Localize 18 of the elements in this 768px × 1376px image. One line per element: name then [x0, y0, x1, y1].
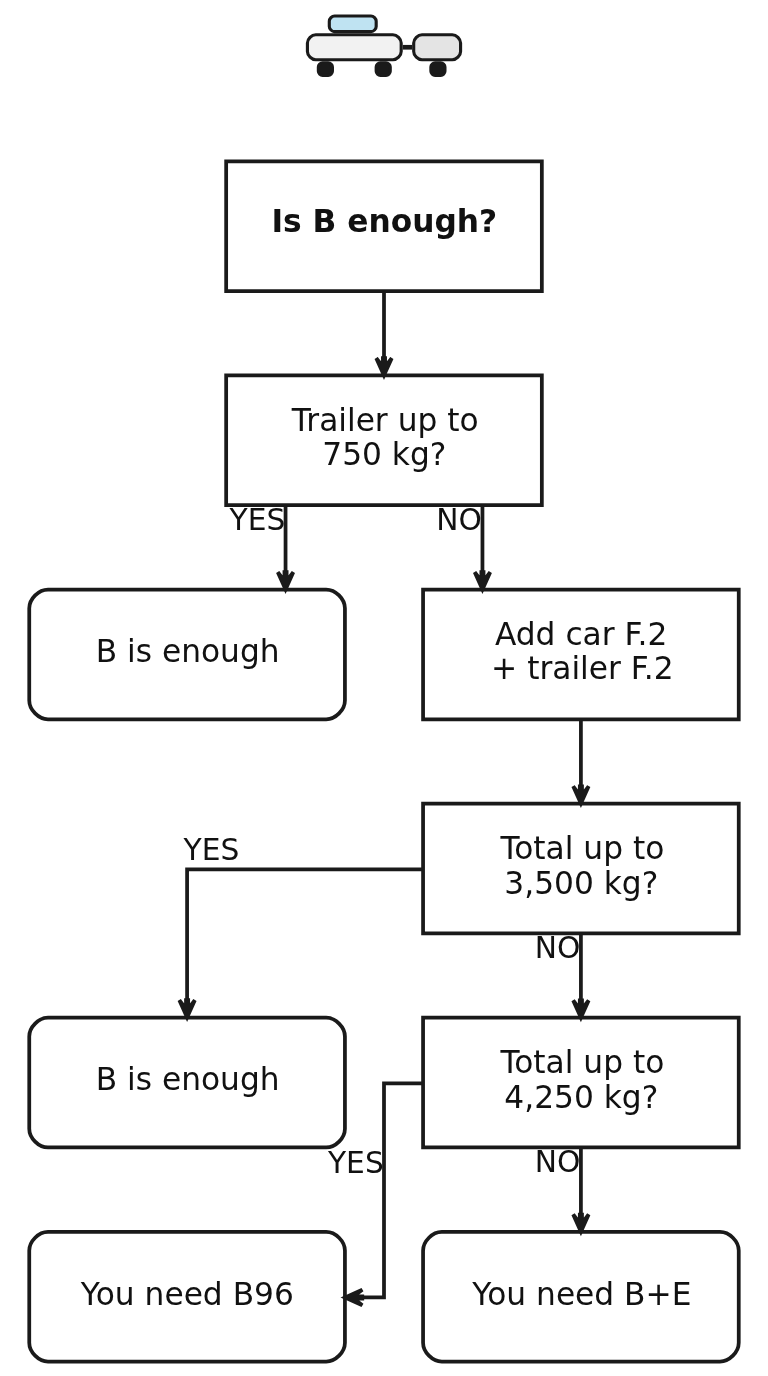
node-box: You need B96	[27, 1229, 347, 1364]
edge-label: YES	[183, 832, 240, 868]
arrow	[571, 719, 591, 806]
arrow	[571, 1148, 591, 1234]
node-box: B is enough	[27, 587, 347, 722]
arrow	[374, 291, 394, 378]
node-box: Trailer up to 750 kg?	[224, 373, 544, 508]
arrow	[275, 505, 296, 592]
node-box: You need B+E	[421, 1229, 741, 1364]
node-box: Total up to 3,500 kg?	[421, 801, 741, 936]
arrow	[177, 867, 423, 1020]
node-box: B is enough	[27, 1015, 347, 1150]
node-box: Total up to 4,250 kg?	[421, 1015, 741, 1150]
arrow	[472, 505, 493, 592]
arrow	[343, 1081, 423, 1308]
node-box: Is B enough?	[224, 159, 544, 293]
node-box: Add car F.2 + trailer F.2	[421, 587, 741, 722]
arrow	[571, 933, 591, 1020]
